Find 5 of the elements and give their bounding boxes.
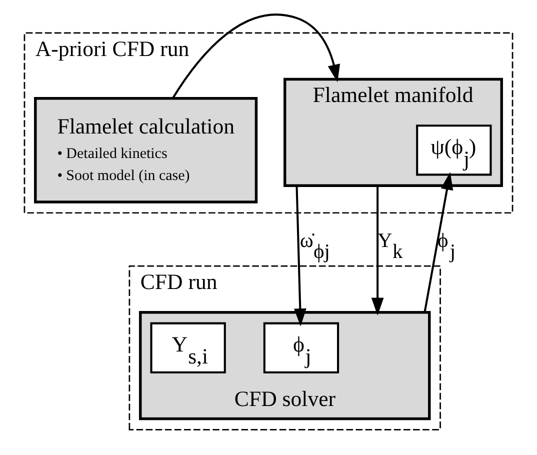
arrow bbox=[172, 14, 340, 99]
arrow bbox=[371, 186, 384, 316]
node-box: Flamelet calculation • Detailed kinetics • Soot model (in case) bbox=[34, 97, 258, 204]
arrow bbox=[424, 172, 454, 313]
arrow bbox=[294, 186, 306, 326]
